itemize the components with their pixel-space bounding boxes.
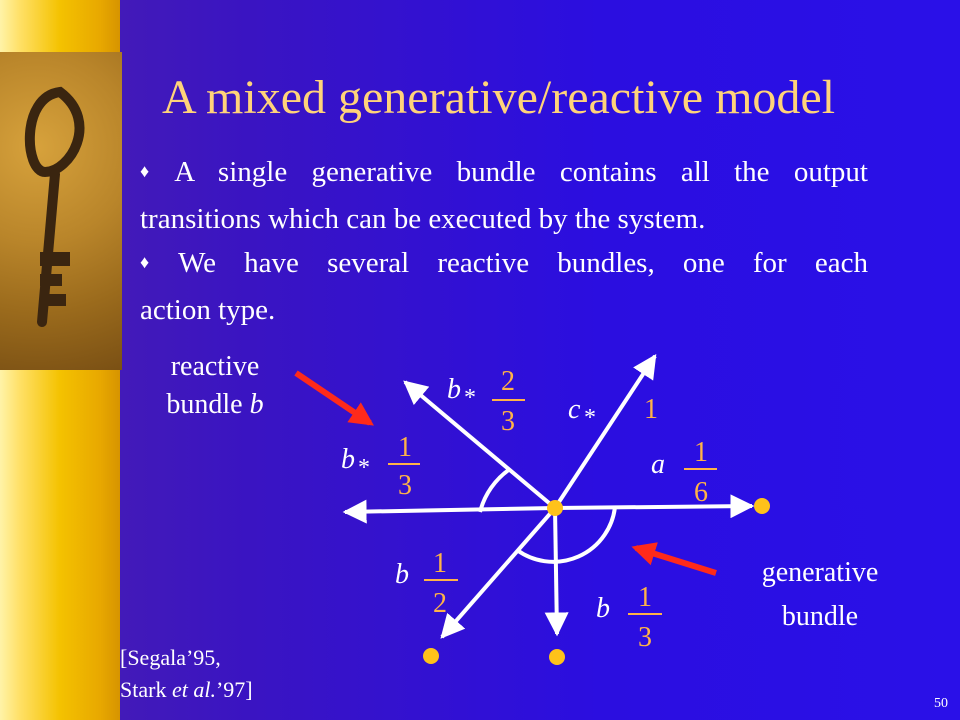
svg-text:*: * [464,385,476,411]
edge-b-generative-1-3 [544,507,569,637]
source-state [547,500,563,516]
bullet-1-line-1: ♦ A single generative bundle contains all… [140,150,868,197]
edge-b-generative-1-2 [440,506,557,639]
svg-text:b: b [395,559,409,590]
reactive-label-line-2: bundle b [150,386,280,424]
generative-bundle-pointer-arrow [631,542,717,576]
bullet-1-line-2: transitions which can be executed by the… [140,203,706,235]
svg-text:b: b [596,593,610,624]
svg-text:3: 3 [398,470,412,501]
diamond-bullet-icon: ♦ [140,161,167,181]
reactive-label-word: bundle [166,389,250,420]
diamond-bullet-icon: ♦ [140,252,171,272]
svg-text:1: 1 [398,432,412,463]
svg-text:3: 3 [638,622,652,653]
edge-c-reactive-1 [553,353,657,510]
slide-title: A mixed generative/reactive model [162,71,836,124]
bullet-1-text-a: A single generative bundle contains all … [174,156,868,188]
reference-author: Stark [120,677,172,702]
reactive-label-var: b [249,389,264,420]
svg-text:2: 2 [433,588,447,619]
svg-text:1: 1 [433,548,447,579]
old-key-image [0,52,122,370]
svg-text:b: b [341,444,355,475]
reference-line-2: Stark et al.’97] [120,674,253,706]
reactive-bundle-label: reactive bundle b [150,348,280,424]
svg-text:1: 1 [644,394,658,425]
svg-text:a: a [651,449,665,480]
generative-bundle-arc [515,506,617,564]
label-b-star-2-3: b * 2 3 [447,366,525,437]
svg-text:*: * [358,455,370,481]
label-b-star-1-3: b * 1 3 [341,432,420,501]
generative-label-line-2: bundle [781,601,859,632]
target-state-b-1-3 [549,649,565,665]
bullet-list: ♦ A single generative bundle contains all… [140,150,868,332]
reactive-label-line-1: reactive [170,351,260,382]
svg-text:2: 2 [501,366,515,397]
svg-text:3: 3 [501,406,515,437]
label-b-1-2: b 1 2 [395,548,458,619]
bullet-2-line-2: action type. [140,294,276,326]
svg-text:*: * [584,405,596,431]
svg-text:c: c [568,394,581,425]
edge-b-reactive-1-3 [342,499,556,524]
reference-citation: [Segala’95, Stark et al.’97] [120,642,253,706]
page-number: 50 [934,696,948,711]
target-state-a [754,498,770,514]
generative-bundle-label: generative bundle [735,554,905,636]
label-a-1-6: a 1 6 [651,437,717,508]
reactive-bundle-pointer-arrow [294,370,374,426]
reference-etal: et al. [171,677,216,702]
svg-text:1: 1 [694,437,708,468]
reactive-bundle-arc [478,467,512,513]
reference-year: ’97] [215,677,253,702]
svg-text:1: 1 [638,582,652,613]
edge-a-generative-1-6 [554,494,755,519]
label-b-1-3: b 1 3 [596,582,662,653]
svg-text:b: b [447,374,461,405]
edge-b-reactive-2-3 [403,380,557,510]
svg-text:6: 6 [694,477,708,508]
target-state-b-1-2 [423,648,439,664]
bullet-2-line-1: ♦ We have several reactive bundles, one f… [140,241,868,288]
generative-label-line-1: generative [761,557,879,588]
bullet-2-text-a: We have several reactive bundles, one fo… [178,247,868,279]
reference-line-1: [Segala’95, [120,645,221,670]
label-c-star-1: c * 1 [568,394,658,431]
